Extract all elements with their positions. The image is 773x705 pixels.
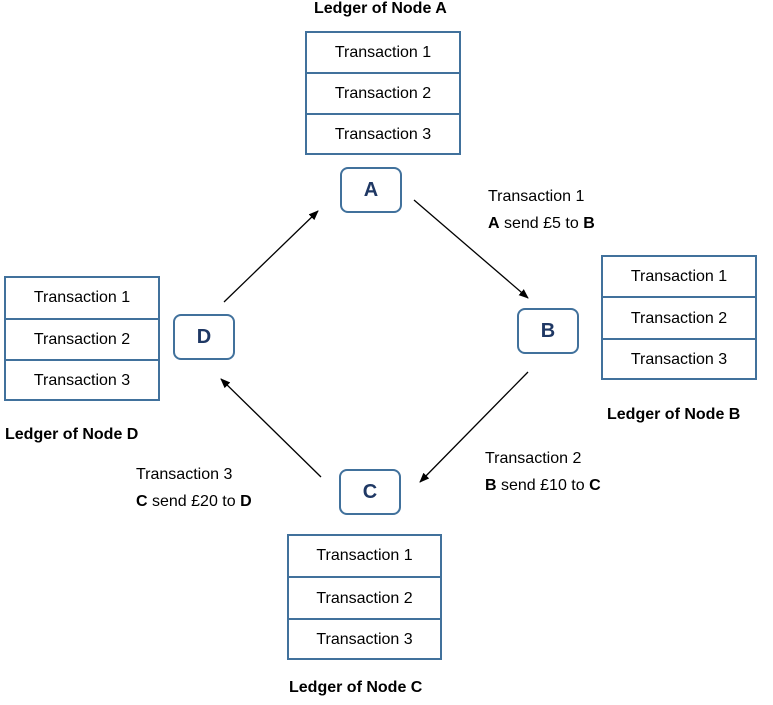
transaction-1-from: A [488,215,500,232]
ledger-c-row-1: Transaction 1 [316,547,413,564]
transaction-2-from: B [485,477,497,494]
node-c: C [339,469,401,515]
arrow-a-to-b [413,199,529,299]
ledger-c-title: Ledger of Node C [289,679,423,696]
ledger-a-row-2: Transaction 2 [307,72,459,114]
transaction-3-title: Transaction 3 [136,466,233,483]
ledger-c-row-2: Transaction 2 [289,576,440,619]
ledger-b-row-3: Transaction 3 [603,338,755,380]
transaction-1-detail: A send £5 to B [488,210,595,237]
transaction-1-to: B [583,215,595,232]
transaction-1-label: Transaction 1 A send £5 to B [488,183,595,237]
ledger-a-title: Ledger of Node A [314,0,447,17]
transaction-3-detail: C send £20 to D [136,488,252,515]
ledger-d: Transaction 1 Transaction 2 Transaction … [4,276,160,401]
transaction-3-label: Transaction 3 C send £20 to D [136,461,252,515]
ledger-a-row-1: Transaction 1 [334,43,432,61]
transaction-2-detail: B send £10 to C [485,472,601,499]
ledger-b-row-1: Transaction 1 [630,267,728,285]
transaction-3-from: C [136,493,148,510]
ledger-d-row-3: Transaction 3 [6,359,158,401]
transaction-2-to: C [589,477,601,494]
transaction-3-verb: send £20 to [147,493,241,510]
ledger-a: Transaction 1 Transaction 2 Transaction … [305,31,461,155]
ledger-a-row-3: Transaction 3 [307,113,459,155]
ledger-b-row-2: Transaction 2 [603,296,755,339]
ledger-b-title: Ledger of Node B [607,406,741,423]
node-b: B [517,308,579,354]
transaction-1-verb: send £5 to [499,215,584,232]
transaction-3-to: D [240,493,252,510]
ledger-d-row-1: Transaction 1 [33,289,131,306]
transaction-2-verb: send £10 to [496,477,590,494]
transaction-1-title: Transaction 1 [488,188,585,205]
ledger-c: Transaction 1 Transaction 2 Transaction … [287,534,442,660]
ledger-c-row-3: Transaction 3 [289,618,440,660]
ledger-d-title: Ledger of Node D [5,426,139,443]
arrow-c-to-d [220,378,322,478]
arrow-b-to-c [419,371,529,483]
node-a: A [340,167,402,213]
transaction-2-label: Transaction 2 B send £10 to C [485,445,601,499]
ledger-b: Transaction 1 Transaction 2 Transaction … [601,255,757,380]
ledger-d-row-2: Transaction 2 [6,318,158,360]
arrow-d-to-a [223,210,319,303]
node-d: D [173,314,235,360]
transaction-2-title: Transaction 2 [485,450,582,467]
